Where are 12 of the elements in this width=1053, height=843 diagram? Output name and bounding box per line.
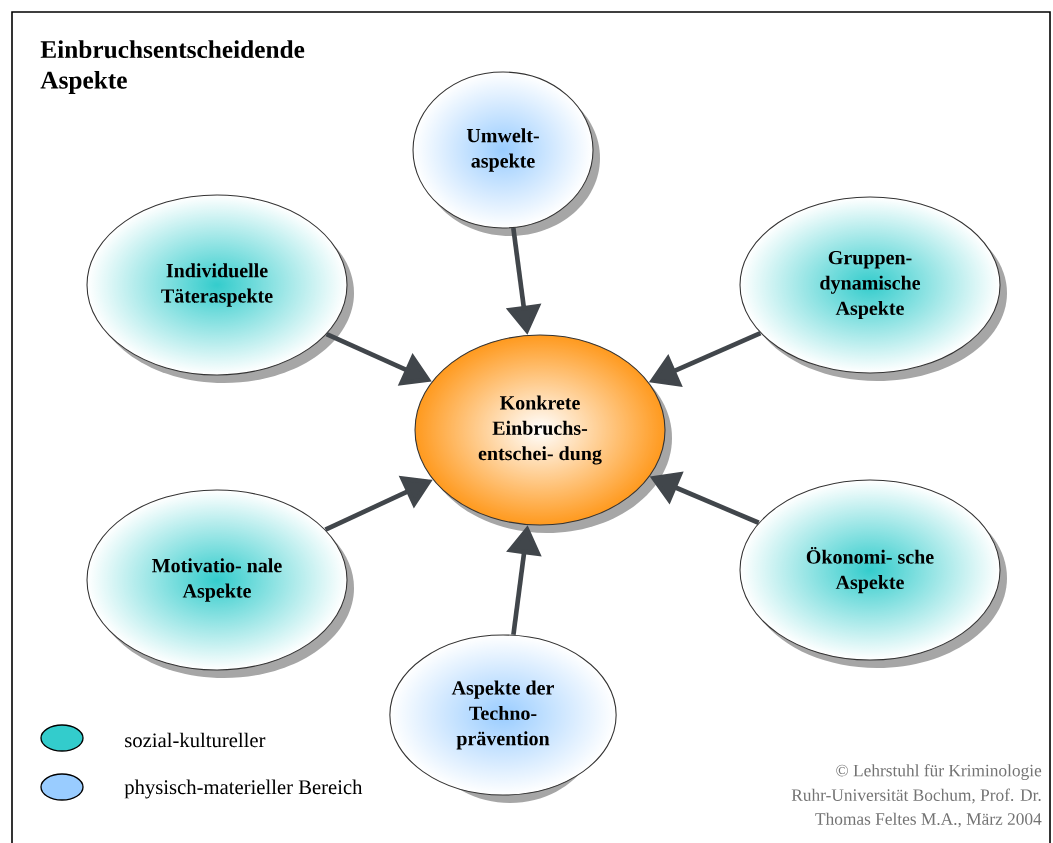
- title: Einbruchsentscheidende Aspekte: [40, 40, 305, 94]
- copyright-note: Thomas Feltes M.A., März 2004: [815, 812, 1042, 828]
- legend-label: physisch-materieller Bereich: [124, 779, 363, 799]
- ellipse-node: Konkrete Einbruchs- entschei- dung: [414, 334, 672, 533]
- ellipse-node: Individuelle Täteraspekte: [86, 194, 354, 383]
- ellipse-node: Motivatio- nale Aspekte: [86, 489, 354, 678]
- ellipse-node: Umwelt- aspekte: [412, 71, 600, 236]
- copyright-note: Ruhr-Universität Bochum, Prof. Dr.: [791, 788, 1041, 804]
- ellipse-node: Ökonomi- sche Aspekte: [739, 479, 1007, 668]
- ellipse-node: Aspekte der Techno- prävention: [389, 634, 617, 803]
- legend-label: sozial-kultureller: [125, 732, 266, 748]
- ellipse-node: Gruppen- dynamische Aspekte: [739, 196, 1007, 381]
